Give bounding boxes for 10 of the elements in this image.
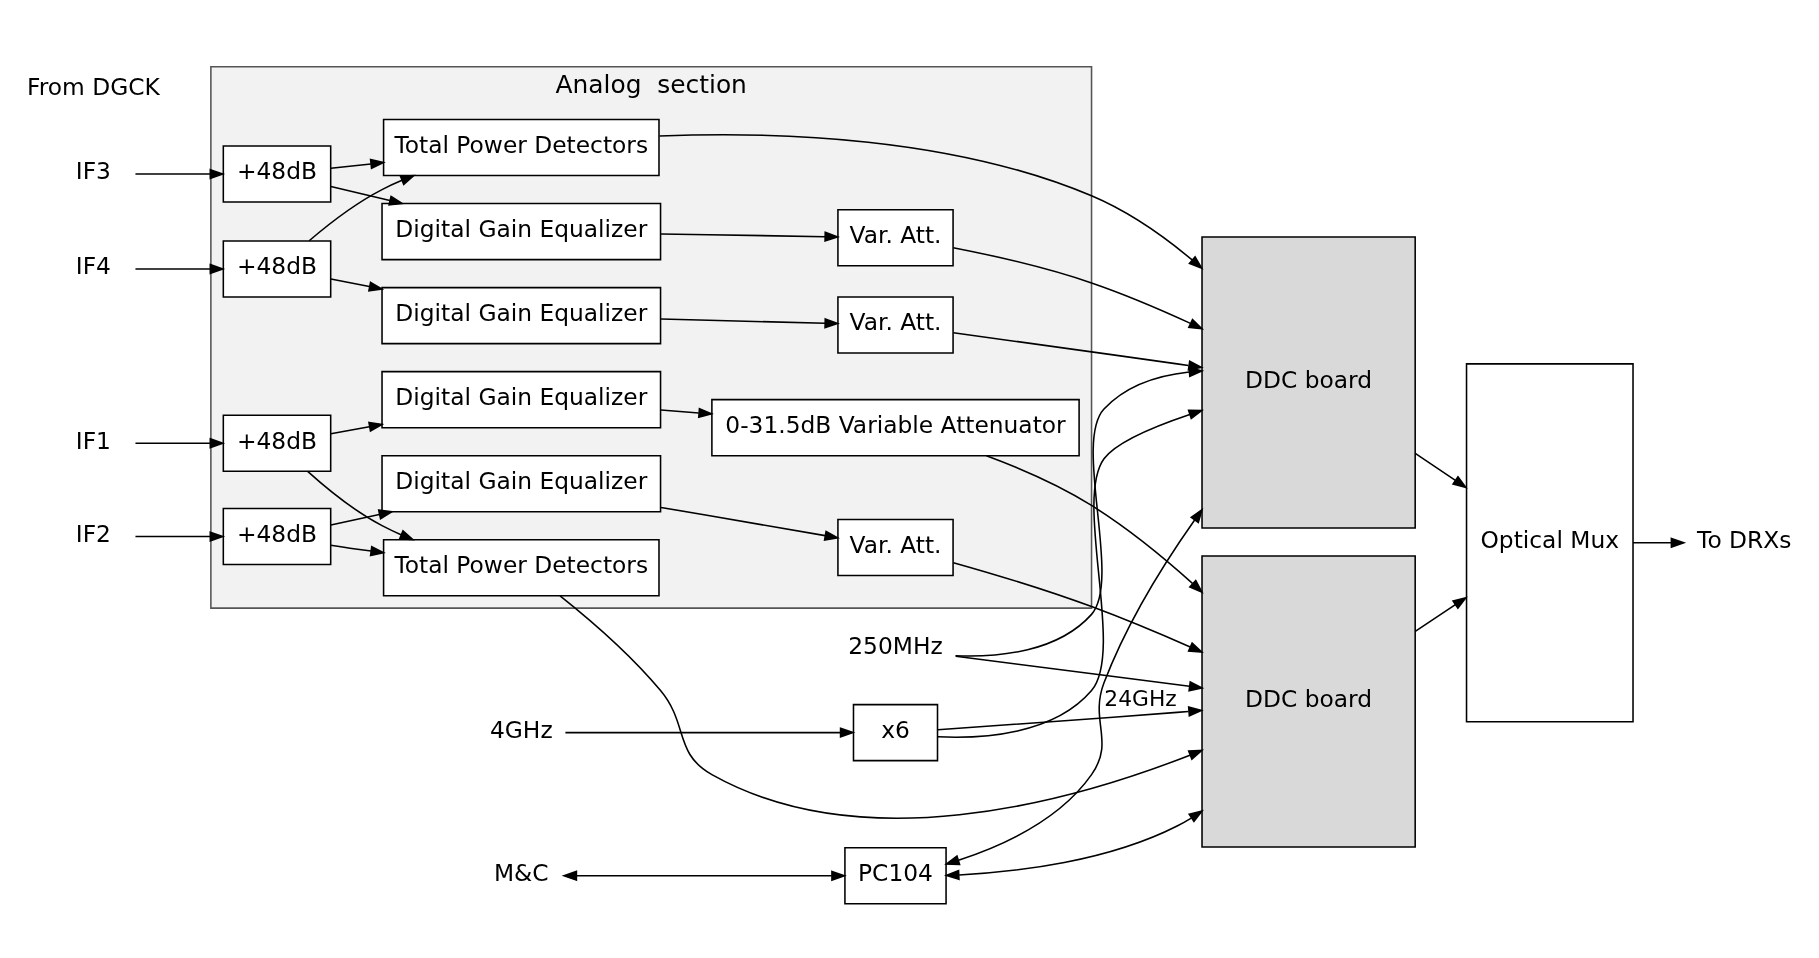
node-text: 4GHz — [489, 716, 553, 745]
node-text: IF3 — [75, 157, 111, 186]
node-text: To DRXs — [1697, 526, 1792, 555]
label: From DGCK — [26, 73, 160, 102]
node-text: IF2 — [75, 520, 111, 549]
node-text: M&C — [493, 859, 549, 888]
edge-label: 24GHz — [1104, 686, 1177, 712]
node-text: IF4 — [75, 252, 111, 281]
node-text: IF1 — [75, 426, 111, 455]
node-text: 250MHz — [848, 632, 943, 661]
